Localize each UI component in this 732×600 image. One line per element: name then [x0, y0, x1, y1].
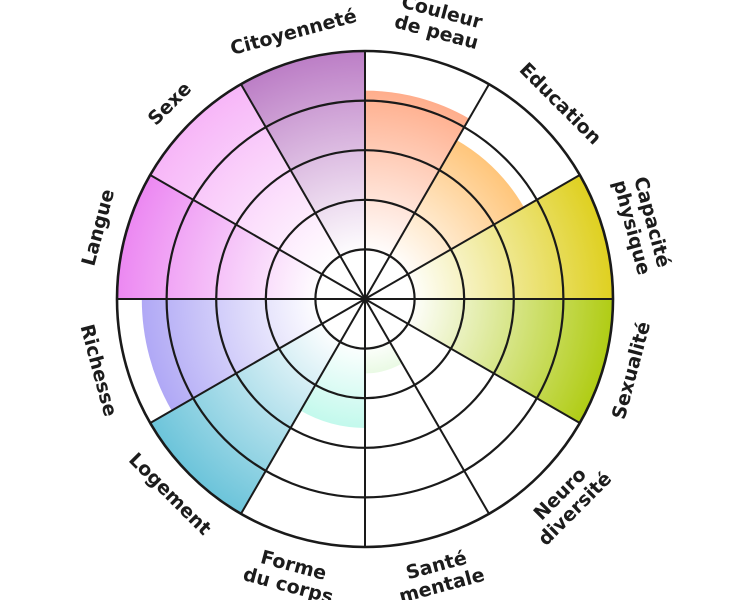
sector-fill-sante-mentale	[365, 299, 403, 374]
spoke-12	[240, 83, 366, 300]
spoke-5	[364, 298, 581, 424]
label-richesse: Richesse	[76, 322, 122, 419]
label-sexualite: Sexualité	[608, 319, 655, 421]
label-langue: Langue	[78, 187, 120, 268]
sector-fill-couleur-de-peau	[365, 90, 470, 300]
spoke-9	[149, 298, 366, 424]
label-sexe: Sexe	[144, 78, 196, 130]
sector-fill-forme-du-corps	[300, 299, 365, 428]
sector-fill-capacite-physique	[365, 175, 613, 299]
sector-fill-education	[365, 140, 524, 299]
spoke-11	[149, 174, 366, 300]
label-education: Education	[515, 58, 606, 149]
spoke-6	[364, 298, 490, 515]
sector-fill-sexe	[150, 84, 365, 299]
spoke-2	[364, 83, 490, 300]
spoke-8	[240, 298, 366, 515]
spoke-3	[364, 174, 581, 300]
sector-fill-langue	[117, 175, 365, 299]
sector-fill-richesse	[141, 299, 365, 411]
sector-fill-citoyennete	[241, 51, 365, 299]
sector-fill-sexualite	[365, 299, 613, 423]
sector-fill-logement	[150, 299, 365, 514]
sector-fills	[117, 51, 613, 514]
wheel-grid	[115, 49, 615, 549]
